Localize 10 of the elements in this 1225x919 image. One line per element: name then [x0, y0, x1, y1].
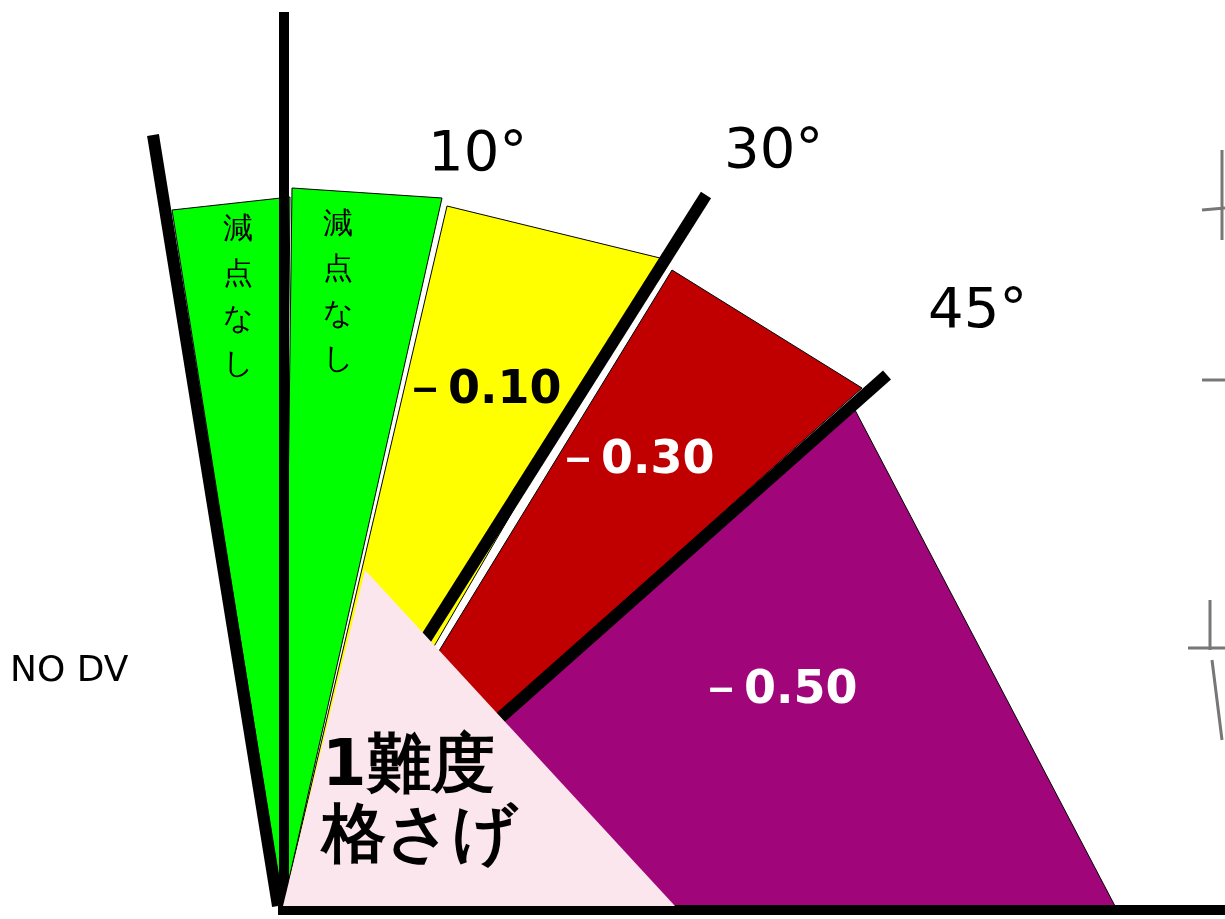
deduction-value: －0.10 [402, 362, 562, 413]
angle-label: 30° [724, 115, 824, 180]
deduction-value: －0.30 [555, 432, 715, 483]
deduction-value: 1難度格さげ [322, 728, 520, 869]
zone-name: NO DV [10, 648, 129, 689]
deduction-value: －0.50 [698, 662, 858, 713]
angle-label: 45° [928, 275, 1028, 340]
angle-label: 10° [428, 118, 528, 183]
zone-label: 減点なし [322, 204, 354, 377]
zone-label: 減点なし [222, 209, 254, 382]
